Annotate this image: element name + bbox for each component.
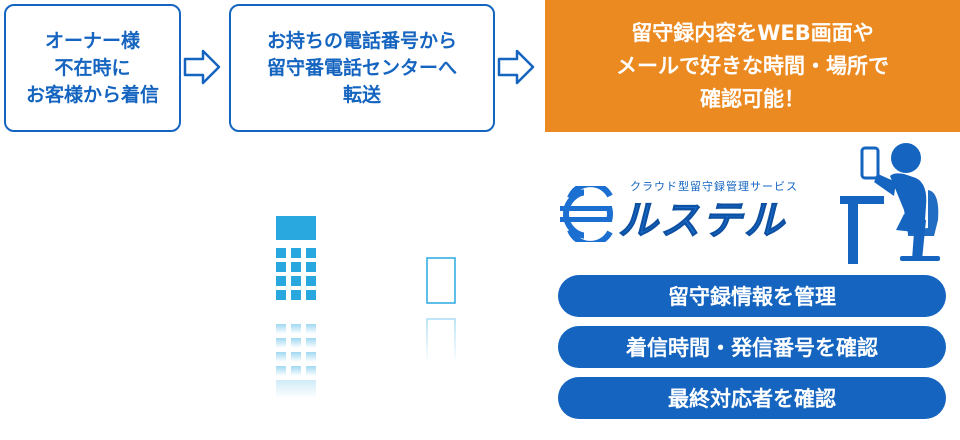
flow-step-owner-absent: オーナー様 不在時に お客様から着信 — [4, 4, 181, 132]
feature-check-call-time-number: 着信時間・発信番号を確認 — [558, 326, 946, 368]
arrow-right-outline-icon — [497, 49, 535, 85]
rustel-logo: クラウド型留守録管理サービス ルステル — [560, 178, 820, 248]
step3-line2: メールで好きな時間・場所で — [616, 53, 889, 78]
card-outline-icon — [426, 257, 456, 365]
step1-line2: 不在時に — [54, 56, 131, 79]
flow-step-forward-to-center: お持ちの電話番号から 留守番電話センターへ 転送 — [229, 4, 495, 132]
step3-line1: 留守録内容をWEB画面や — [631, 20, 874, 45]
feature-list: 留守録情報を管理 着信時間・発信番号を確認 最終対応者を確認 — [558, 275, 946, 428]
arrow-right-outline-icon — [183, 49, 221, 85]
step3-line3: 確認可能！ — [700, 86, 805, 111]
step1-line3: お客様から着信 — [25, 83, 159, 106]
phone-keypad-icon — [276, 216, 316, 398]
logo-tagline: クラウド型留守録管理サービス — [630, 180, 798, 193]
step2-line1: お持ちの電話番号から — [266, 29, 457, 52]
logo-name: ルステル — [618, 198, 786, 245]
flow-step-check-on-web: 留守録内容をWEB画面や メールで好きな時間・場所で 確認可能！ — [545, 0, 960, 132]
person-with-smartphone-icon — [840, 143, 940, 264]
feature-manage-records: 留守録情報を管理 — [558, 275, 946, 317]
feature-check-last-responder: 最終対応者を確認 — [558, 377, 946, 419]
logo-mark-icon — [560, 186, 618, 242]
step1-line1: オーナー様 — [44, 29, 140, 52]
step2-line2: 留守番電話センターへ — [266, 56, 457, 79]
step2-line3: 転送 — [342, 83, 381, 106]
